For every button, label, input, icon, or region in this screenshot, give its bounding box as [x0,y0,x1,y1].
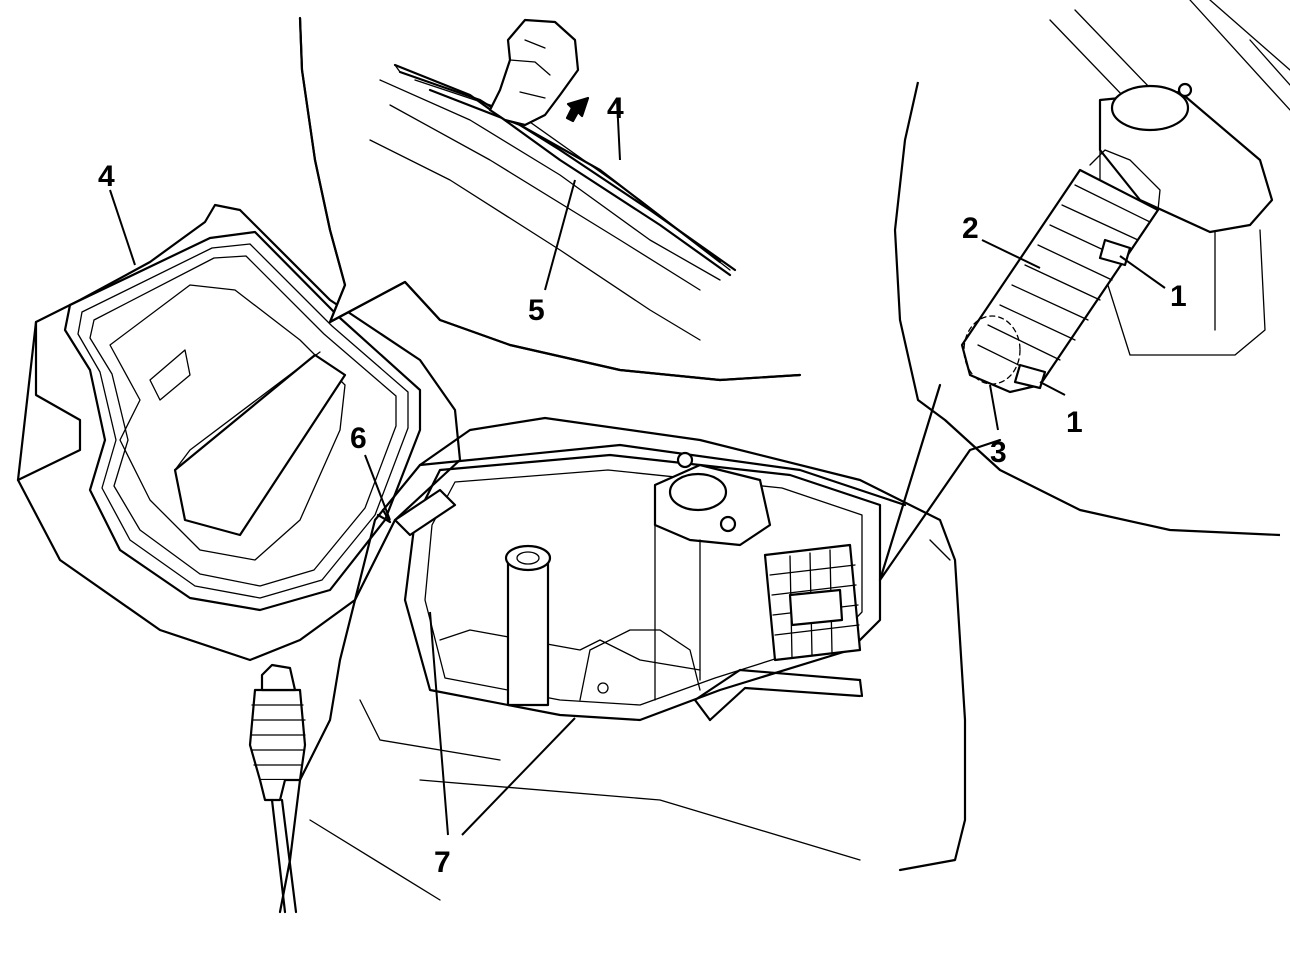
callout-2: 2 [962,212,979,245]
callout-5: 5 [528,294,545,327]
callout-3: 3 [990,436,1007,469]
callout-6: 6 [350,422,367,455]
callout-1-lower: 1 [1066,406,1083,439]
callout-4-lid: 4 [98,160,115,193]
callout-1-upper: 1 [1170,280,1187,313]
power-plug [248,663,307,914]
callout-7: 7 [434,846,451,879]
inset-filter-detail [893,0,1290,537]
callout-4-seal: 4 [607,92,624,125]
tank-body [278,416,967,914]
inset-seal-detail [298,16,802,382]
hand-icon [488,18,580,127]
lid [16,203,462,662]
arrow-up-icon [565,96,590,123]
